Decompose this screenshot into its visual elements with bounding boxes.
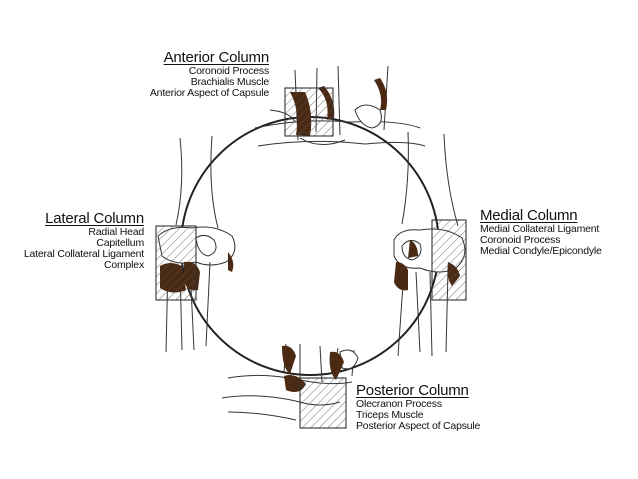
anterior-item: Coronoid Process [188, 64, 269, 77]
medial-elbow-illustration [393, 131, 467, 357]
lateral-item: Lateral Collateral Ligament [23, 247, 144, 260]
lateral-column-title: Lateral Column [45, 210, 144, 227]
medial-hatch-box [431, 219, 467, 301]
medial-item: Medial Collateral Ligament [480, 222, 600, 235]
posterior-item: Olecranon Process [356, 397, 442, 410]
lateral-item: Capitellum [96, 236, 144, 249]
medial-item: Coronoid Process [480, 233, 561, 246]
lateral-item: Complex [103, 258, 144, 271]
anterior-elbow-illustration [254, 65, 426, 147]
posterior-elbow-illustration [221, 343, 359, 429]
posterior-column-title: Posterior Column [356, 382, 469, 399]
anterior-column-title: Anterior Column [163, 49, 270, 66]
lateral-elbow-illustration [155, 135, 236, 353]
posterior-item: Triceps Muscle [356, 408, 424, 421]
anterior-item: Anterior Aspect of Capsule [149, 86, 269, 99]
posterior-item: Posterior Aspect of Capsule [356, 419, 481, 432]
medial-item: Medial Condyle/Epicondyle [480, 244, 602, 257]
posterior-column-label: Posterior Column Olecranon Process Trice… [356, 383, 480, 432]
medial-column-title: Medial Column [480, 207, 578, 224]
posterior-hatch-box [299, 377, 347, 429]
lateral-item: Radial Head [88, 225, 144, 238]
lateral-column-label: Lateral Column Radial Head Capitellum La… [24, 211, 144, 271]
anterior-item: Brachialis Muscle [190, 75, 269, 88]
lateral-hatch-box [155, 225, 197, 301]
medial-column-label: Medial Column Medial Collateral Ligament… [480, 208, 602, 257]
anterior-hatch-box [284, 87, 334, 137]
anterior-column-label: Anterior Column Coronoid Process Brachia… [150, 50, 269, 99]
